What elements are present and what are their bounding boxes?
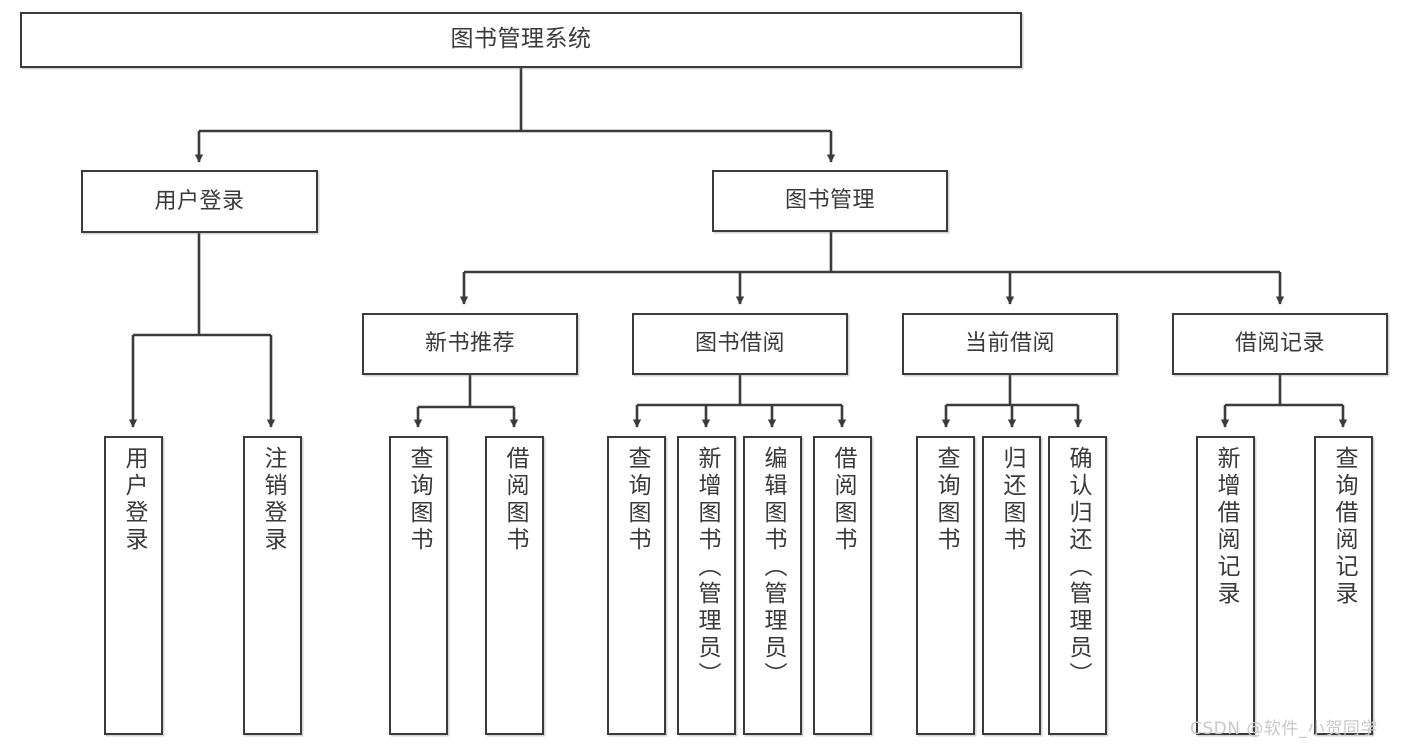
leaf-recommend-query-book[interactable]: 查询图书 <box>389 436 448 735</box>
node-label: 借阅记录 <box>1234 331 1325 357</box>
leaf-current-return-book[interactable]: 归还图书 <box>982 436 1041 735</box>
node-label: 当前借阅 <box>964 331 1055 357</box>
leaf-borrow-borrow-book[interactable]: 借阅图书 <box>813 436 872 735</box>
node-label: 归还图书 <box>999 446 1025 554</box>
node-label: 注销登录 <box>260 446 286 554</box>
leaf-current-query-book[interactable]: 查询图书 <box>916 436 975 735</box>
node-borrow-record[interactable]: 借阅记录 <box>1172 313 1388 375</box>
node-label: 查询图书 <box>933 446 959 554</box>
node-label: 新增借阅记录 <box>1213 446 1239 608</box>
node-label: 用户登录 <box>154 188 245 214</box>
leaf-borrow-edit-book-admin[interactable]: 编辑图书（管理员） <box>743 436 802 735</box>
node-label: 新书推荐 <box>424 331 515 357</box>
node-label: 用户登录 <box>121 446 147 554</box>
csdn-watermark: CSDN @软件_小贺同学 <box>1190 719 1378 739</box>
leaf-record-add-borrow-record[interactable]: 新增借阅记录 <box>1196 436 1255 735</box>
node-book-borrow[interactable]: 图书借阅 <box>632 313 848 375</box>
node-label: 查询图书 <box>624 446 650 554</box>
node-label: 新增图书（管理员） <box>694 446 720 689</box>
leaf-borrow-add-book-admin[interactable]: 新增图书（管理员） <box>677 436 736 735</box>
node-label: 确认归还（管理员） <box>1065 446 1091 689</box>
leaf-recommend-borrow-book[interactable]: 借阅图书 <box>485 436 544 735</box>
node-label: 编辑图书（管理员） <box>760 446 786 689</box>
node-label: 查询图书 <box>406 446 432 554</box>
node-current-borrow[interactable]: 当前借阅 <box>902 313 1118 375</box>
node-label: 借阅图书 <box>502 446 528 554</box>
leaf-user-login[interactable]: 用户登录 <box>104 436 163 735</box>
node-label: 图书管理系统 <box>450 26 592 53</box>
leaf-current-confirm-return-admin[interactable]: 确认归还（管理员） <box>1048 436 1107 735</box>
leaf-borrow-query-book[interactable]: 查询图书 <box>607 436 666 735</box>
node-label: 借阅图书 <box>830 446 856 554</box>
leaf-logout-login[interactable]: 注销登录 <box>243 436 302 735</box>
leaf-record-query-borrow-record[interactable]: 查询借阅记录 <box>1314 436 1373 735</box>
node-user-login[interactable]: 用户登录 <box>81 170 318 233</box>
node-label: 图书借阅 <box>694 331 785 357</box>
node-book-management[interactable]: 图书管理 <box>712 170 948 232</box>
node-label: 图书管理 <box>784 188 875 214</box>
node-root-system[interactable]: 图书管理系统 <box>20 12 1022 68</box>
node-new-book-recommend[interactable]: 新书推荐 <box>362 313 578 375</box>
node-label: 查询借阅记录 <box>1331 446 1357 608</box>
